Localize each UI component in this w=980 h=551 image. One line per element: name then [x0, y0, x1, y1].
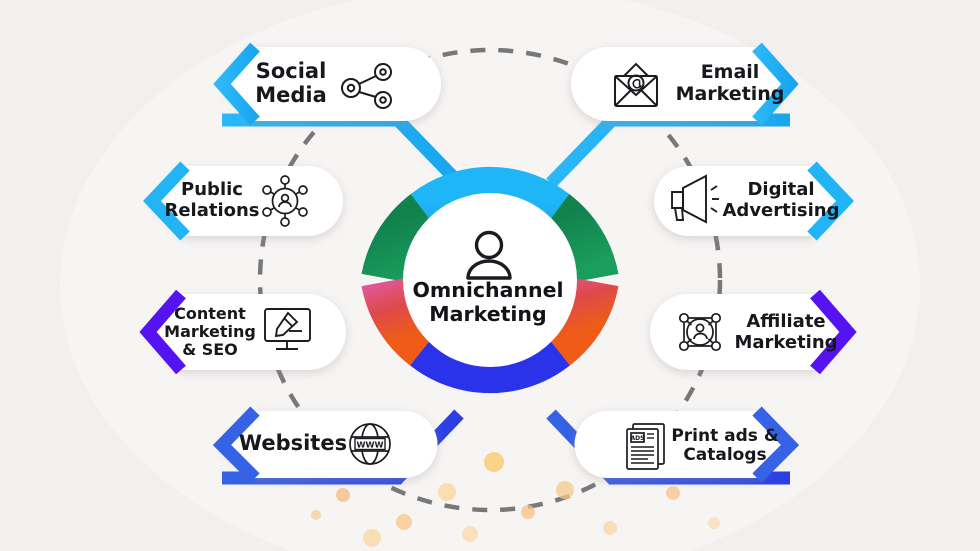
affiliate-network-icon — [678, 312, 722, 352]
node-public-relations[interactable] — [143, 161, 343, 241]
affiliate-marketing-chevron-accent — [810, 289, 857, 375]
megaphone-icon — [671, 174, 719, 224]
svg-text:ADS: ADS — [631, 435, 645, 442]
email-envelope-icon — [614, 62, 658, 107]
content-marketing-chevron-accent — [139, 289, 186, 375]
share-network-icon — [341, 63, 392, 109]
network-person-icon — [262, 175, 308, 227]
newspaper-ads-icon: ADS — [626, 423, 665, 470]
node-print-ads-catalogs[interactable]: ADS — [574, 406, 800, 483]
node-social-media[interactable] — [213, 42, 441, 126]
node-digital-advertising[interactable] — [654, 161, 854, 241]
node-content-marketing-seo[interactable] — [139, 289, 346, 375]
person-icon — [466, 230, 512, 280]
center-donut — [361, 166, 619, 394]
node-websites[interactable]: WWW — [212, 406, 438, 483]
node-affiliate-marketing[interactable] — [650, 289, 857, 375]
confetti-dots — [283, 447, 720, 547]
digital-advertising-chevron-accent — [807, 161, 854, 241]
public-relations-chevron-accent — [143, 161, 190, 241]
globe-www-icon: WWW — [349, 423, 391, 465]
social-media-chevron-accent — [213, 42, 260, 126]
monitor-pencil-icon — [264, 308, 311, 350]
print-ads-chevron-accent — [752, 406, 800, 483]
dashed-orbit-circle — [257, 47, 723, 513]
node-email-marketing[interactable] — [571, 42, 799, 126]
center-hub — [403, 193, 577, 367]
websites-chevron-accent — [212, 406, 260, 483]
svg-text:WWW: WWW — [356, 440, 383, 450]
email-marketing-chevron-accent — [752, 42, 799, 126]
